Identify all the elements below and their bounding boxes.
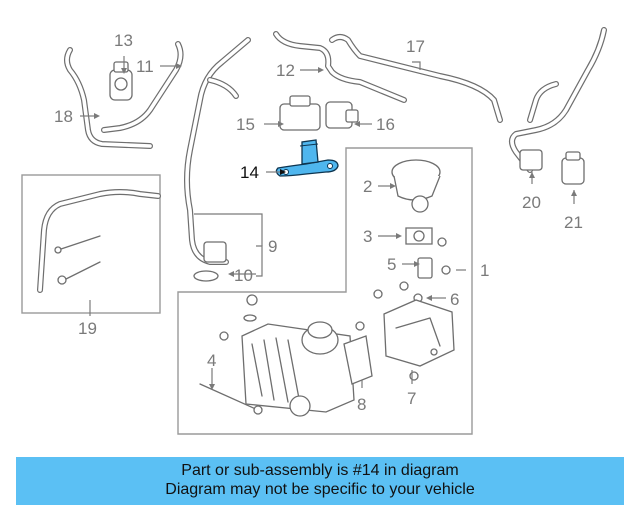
callout-4: 4 bbox=[207, 351, 216, 370]
callout-9: 9 bbox=[268, 237, 277, 256]
callout-10: 10 bbox=[234, 266, 253, 285]
callout-13: 13 bbox=[114, 31, 133, 50]
info-banner: Part or sub-assembly is #14 in diagram D… bbox=[16, 457, 624, 505]
callout-20: 20 bbox=[522, 193, 541, 212]
callout-21: 21 bbox=[564, 213, 583, 232]
parts-diagram: 1 2 3 4 5 6 7 8 9 10 11 12 13 14 15 16 1… bbox=[21, 27, 607, 435]
egr-assembly bbox=[199, 159, 455, 417]
callout-labels: 1 2 3 4 5 6 7 8 9 10 11 12 13 14 15 16 1… bbox=[54, 31, 583, 414]
callout-12: 12 bbox=[276, 61, 295, 80]
box-1 bbox=[177, 147, 473, 435]
leader-lines bbox=[80, 56, 577, 390]
hose-9 bbox=[184, 37, 251, 282]
hose-12-17 bbox=[273, 31, 503, 123]
banner-line-1: Part or sub-assembly is #14 in diagram bbox=[181, 462, 459, 479]
callout-18: 18 bbox=[54, 107, 73, 126]
valve-15-16 bbox=[279, 95, 359, 131]
callout-14: 14 bbox=[240, 163, 259, 182]
callout-7: 7 bbox=[407, 389, 416, 408]
callout-8: 8 bbox=[357, 395, 366, 414]
callout-17: 17 bbox=[406, 37, 425, 56]
callout-1: 1 bbox=[480, 261, 489, 280]
callout-15: 15 bbox=[236, 115, 255, 134]
callout-11: 11 bbox=[136, 57, 154, 76]
banner-line-2: Diagram may not be specific to your vehi… bbox=[165, 481, 475, 498]
box-19 bbox=[21, 174, 161, 314]
hose-group-right bbox=[509, 27, 607, 185]
callout-6: 6 bbox=[450, 290, 459, 309]
callout-5: 5 bbox=[387, 255, 396, 274]
callout-16: 16 bbox=[376, 115, 395, 134]
hose-group-left bbox=[64, 41, 184, 149]
part-14-highlighted bbox=[275, 139, 339, 177]
callout-19: 19 bbox=[78, 319, 97, 338]
parts-19 bbox=[37, 189, 161, 293]
callout-2: 2 bbox=[363, 177, 372, 196]
callout-3: 3 bbox=[363, 227, 372, 246]
